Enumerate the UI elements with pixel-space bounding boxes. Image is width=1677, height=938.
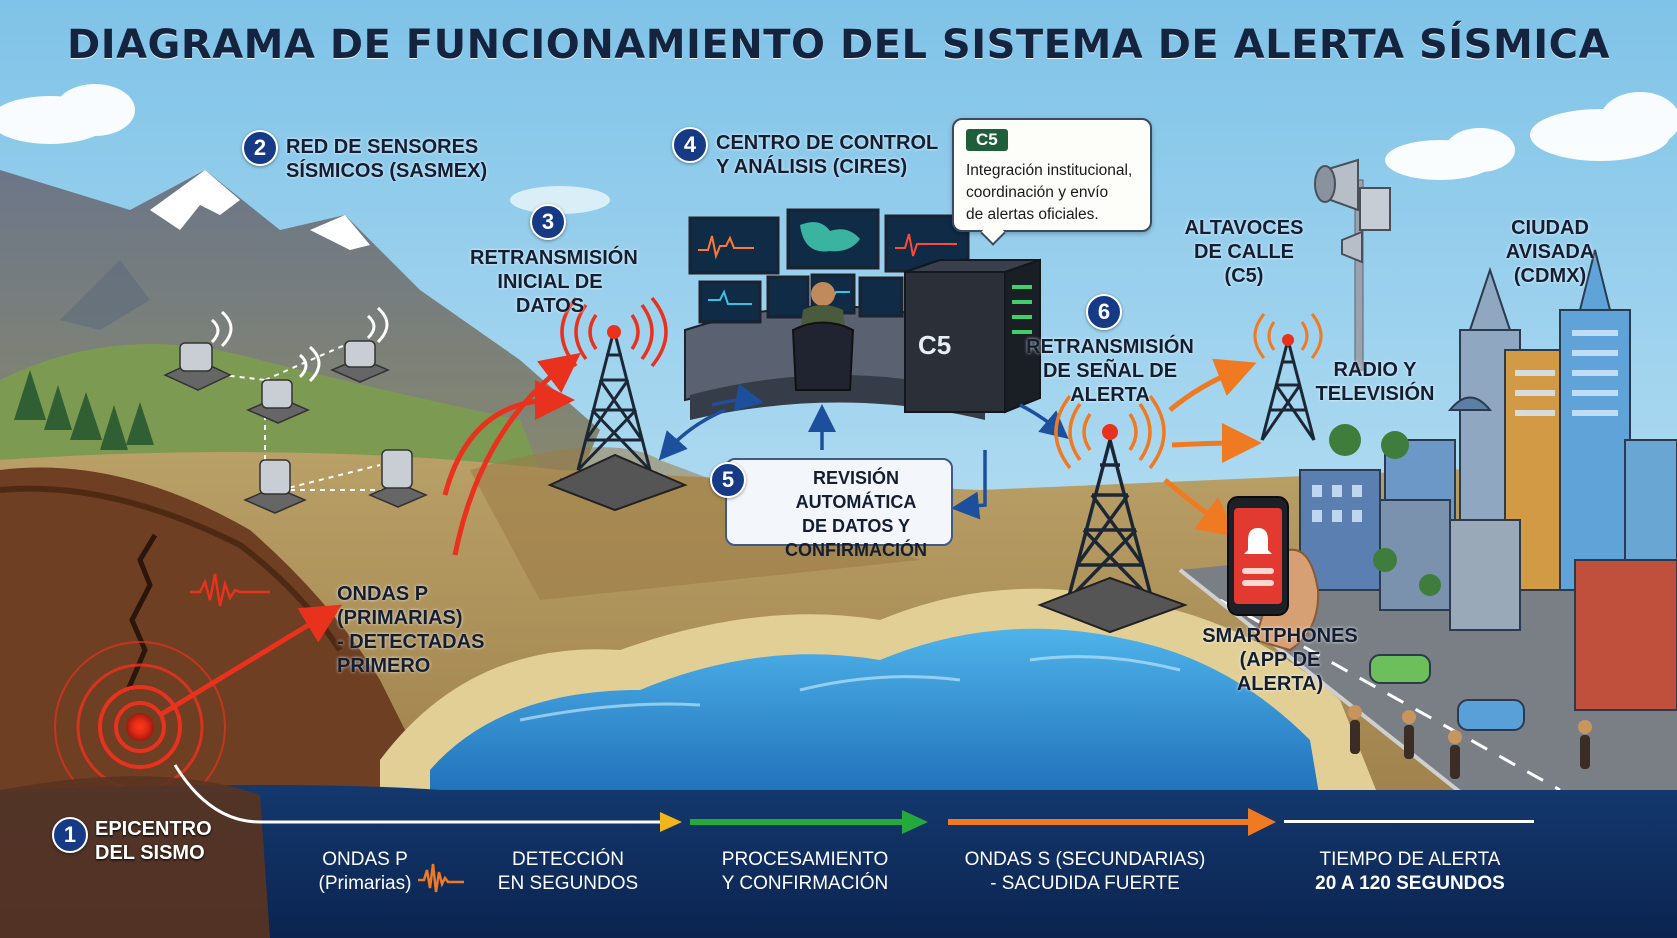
step-4-badge: 4	[672, 127, 708, 163]
c5-badge: C5	[966, 129, 1008, 151]
step-3-badge: 3	[530, 204, 566, 240]
c5-description: Integración institucional,coordinación y…	[966, 162, 1133, 223]
city-label: CIUDAD AVISADA(CDMX)	[1505, 217, 1595, 287]
page-title: DIAGRAMA DE FUNCIONAMIENTO DEL SISTEMA D…	[67, 22, 1610, 68]
timeline-p-waves: ONDAS P(Primarias)	[318, 849, 412, 894]
p-waves-label: ONDAS P (PRIMARIAS) - DETECTADAS PRIMERO	[337, 583, 485, 677]
c5-callout: C5 Integración institucional,coordinació…	[952, 118, 1152, 246]
timeline-s-waves: ONDAS S (SECUNDARIAS)- SACUDIDA FUERTE	[964, 849, 1206, 894]
step-2-badge: 2	[242, 130, 278, 166]
step-6-badge: 6	[1086, 294, 1122, 330]
smartphones-label: SMARTPHONES(APP DE ALERTA)	[1202, 625, 1358, 695]
step-5-badge: 5	[710, 462, 746, 498]
step-1-badge: 1	[52, 817, 88, 853]
server-label: C5	[918, 330, 952, 360]
